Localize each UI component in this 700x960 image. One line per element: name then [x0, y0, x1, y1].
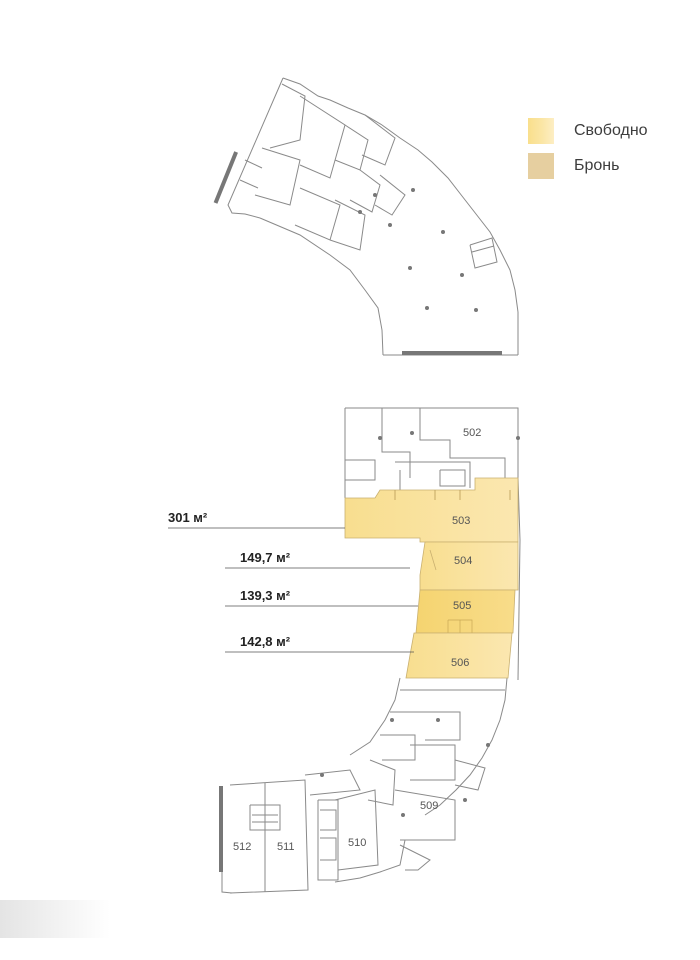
legend-label-reserved: Бронь [574, 157, 620, 174]
unit-506[interactable] [405, 632, 513, 679]
unit-504[interactable] [419, 541, 519, 591]
unit-label-511: 511 [277, 841, 295, 853]
legend-item-reserved: Бронь [528, 153, 648, 179]
unit-label-505: 505 [453, 600, 471, 612]
legend-swatch-free [528, 118, 554, 144]
bottom-gradient-bar [0, 900, 110, 938]
unit-505[interactable] [415, 589, 516, 641]
legend-item-free: Свободно [528, 118, 648, 144]
upper-floor-columns [358, 188, 478, 312]
area-label-504: 149,7 м² [240, 550, 291, 565]
legend-label-free: Свободно [574, 122, 648, 139]
window-strip [219, 786, 223, 872]
area-leader-lines [168, 527, 418, 653]
area-label-505: 139,3 м² [240, 588, 291, 603]
unit-503[interactable] [344, 477, 519, 543]
area-label-506: 142,8 м² [240, 634, 291, 649]
upper-floor-plan [213, 77, 519, 356]
lower-floor-walls [221, 407, 521, 894]
lower-floor-columns [320, 431, 520, 817]
unit-label-512: 512 [233, 841, 251, 853]
area-label-503: 301 м² [168, 510, 208, 525]
unit-label-506: 506 [451, 657, 469, 669]
unit-label-510: 510 [348, 837, 366, 849]
unit-label-504: 504 [454, 555, 472, 567]
legend: Свободно Бронь [528, 118, 648, 188]
unit-label-502: 502 [463, 427, 481, 439]
unit-label-509: 509 [420, 800, 438, 812]
unit-label-503: 503 [452, 515, 470, 527]
legend-swatch-reserved [528, 153, 554, 179]
